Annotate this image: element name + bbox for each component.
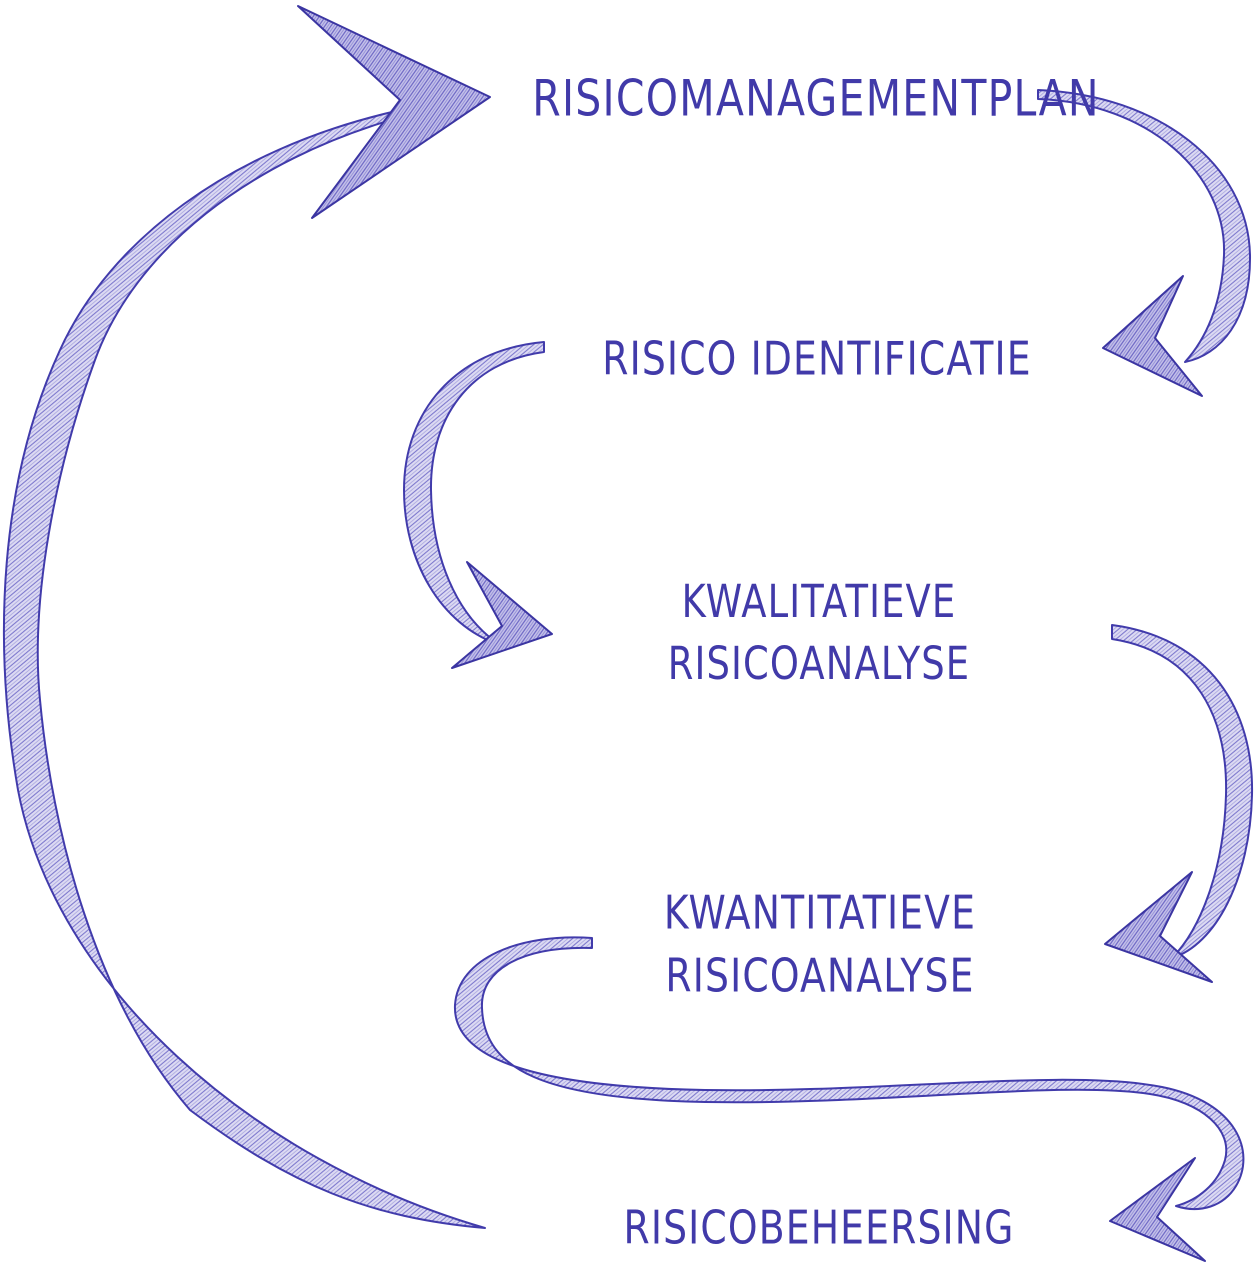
node-risicobeheersing-label: RISICOBEHEERSING (623, 1200, 1015, 1255)
arrow-plan-to-identificatie-arrowhead-icon (1102, 275, 1203, 397)
node-kwantitatieve-risicoanalyse: KWANTITATIEVE RISICOANALYSE (664, 882, 976, 1009)
arrow-plan-to-identificatie (1037, 89, 1252, 397)
node-kwalitatieve-line2: RISICOANALYSE (667, 637, 971, 690)
arrow-beheersing-to-plan (2, 5, 491, 1229)
arrow-identificatie-to-kwalitatieve-body (403, 341, 545, 646)
arrow-kwalitatieve-to-kwantitatieve (1104, 624, 1254, 983)
node-kwantitatieve-line2: RISICOANALYSE (665, 949, 975, 1003)
arrow-plan-to-identificatie-body (1037, 89, 1252, 363)
arrow-kwantitatieve-to-beheersing-arrowhead-icon (1109, 1157, 1206, 1262)
arrow-beheersing-to-plan-arrowhead-icon (297, 5, 491, 219)
node-kwantitatieve-line1: KWANTITATIEVE (663, 885, 977, 940)
arrow-beheersing-to-plan-body (2, 111, 486, 1229)
node-risicomanagementplan-label: RISICOMANAGEMENTPLAN (532, 69, 1100, 128)
node-kwalitatieve-risicoanalyse: KWALITATIEVE RISICOANALYSE (668, 571, 970, 695)
node-kwalitatieve-line1: KWALITATIEVE (681, 574, 957, 628)
node-risicomanagementplan: RISICOMANAGEMENTPLAN (532, 65, 1100, 134)
node-risico-identificatie-label: RISICO IDENTIFICATIE (602, 331, 1032, 386)
arrow-identificatie-to-kwalitatieve-arrowhead-icon (451, 561, 553, 669)
node-risico-identificatie: RISICO IDENTIFICATIE (602, 327, 1031, 390)
arrow-identificatie-to-kwalitatieve (403, 341, 553, 669)
node-risicobeheersing: RISICOBEHEERSING (624, 1196, 1015, 1259)
arrow-kwalitatieve-to-kwantitatieve-body (1111, 624, 1254, 959)
arrow-kwantitatieve-to-beheersing (453, 936, 1245, 1262)
arrow-kwantitatieve-to-beheersing-body (453, 936, 1245, 1211)
arrow-kwalitatieve-to-kwantitatieve-arrowhead-icon (1104, 871, 1213, 983)
